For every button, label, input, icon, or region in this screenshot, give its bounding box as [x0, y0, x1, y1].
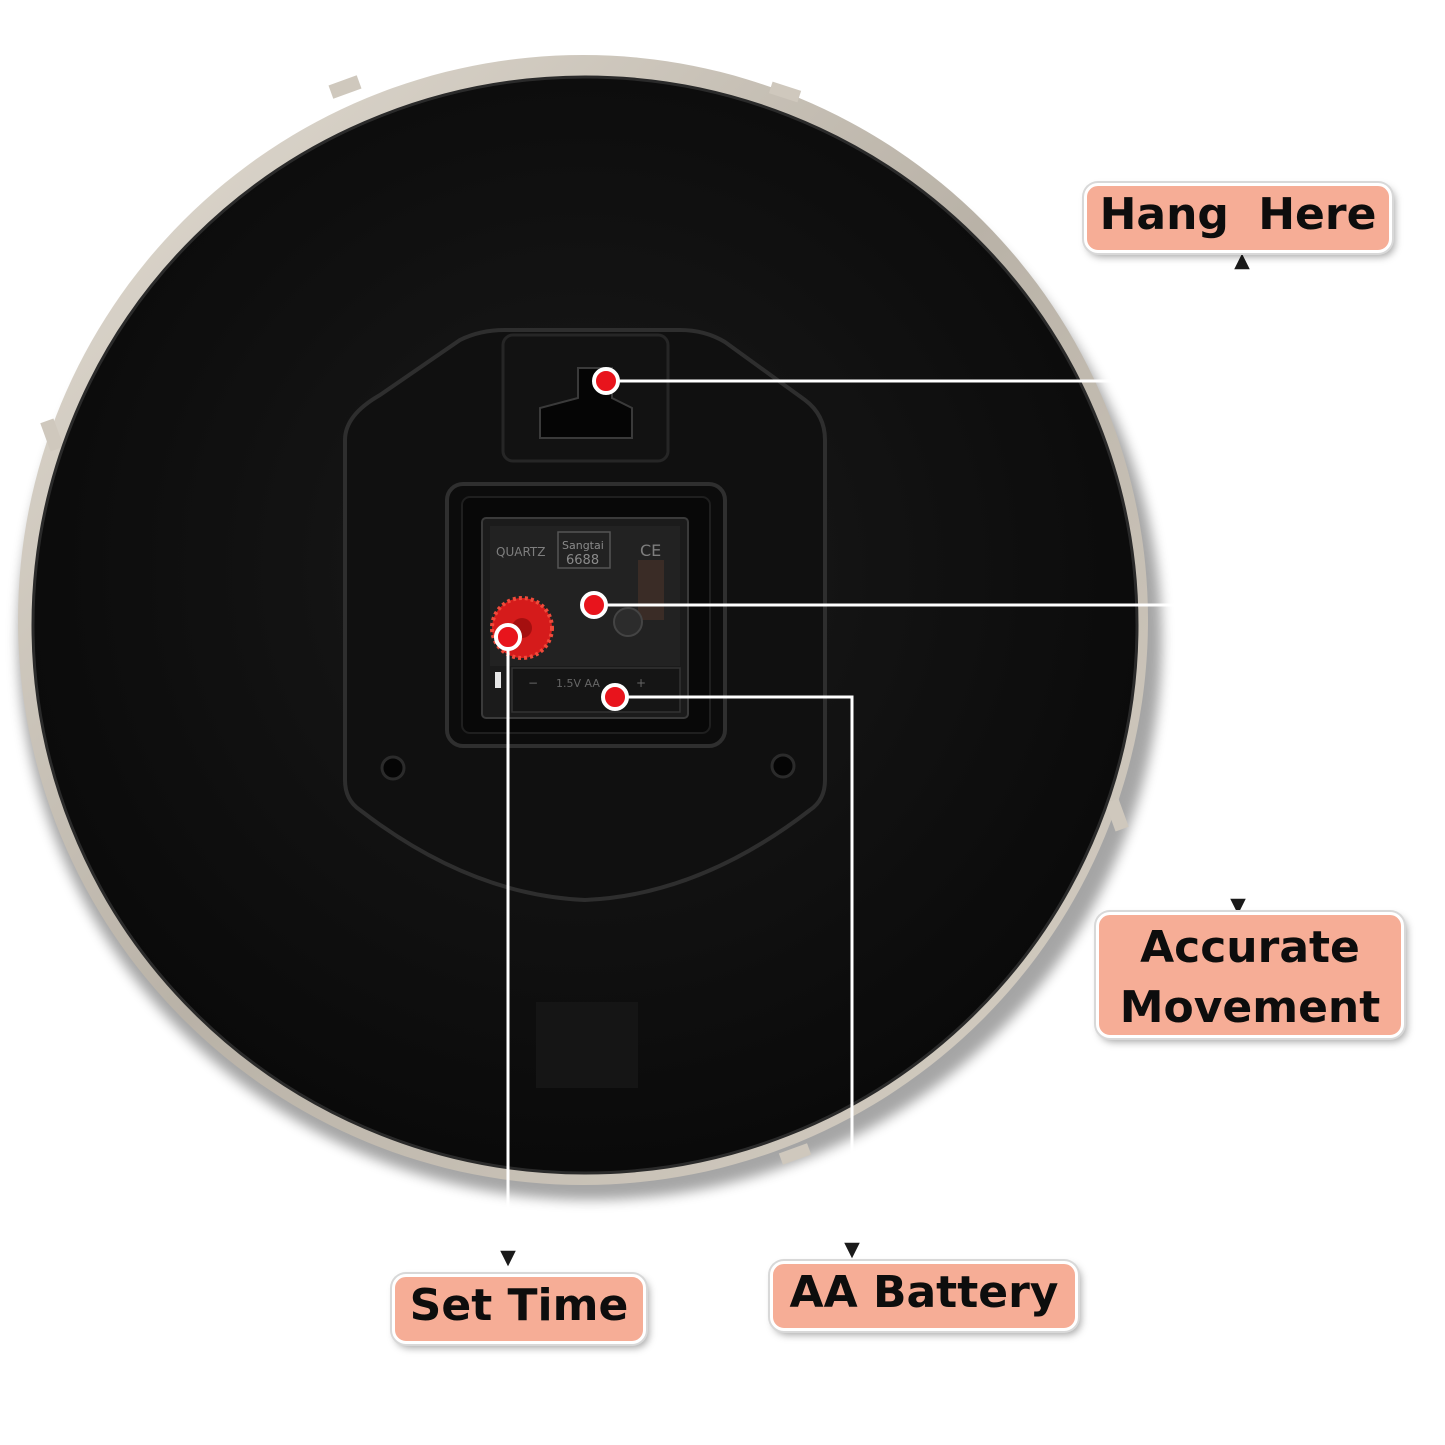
ce-mark: CE — [640, 541, 661, 560]
movement-model-text: 6688 — [566, 553, 599, 568]
arrow-up-icon — [1231, 250, 1253, 271]
battery-spec-text: 1.5V AA — [556, 677, 600, 690]
screw-hole — [380, 755, 406, 781]
callout-set-time: Set Time — [392, 1274, 646, 1344]
leader-lines — [506, 268, 1244, 1258]
screw-hole — [770, 753, 796, 779]
arrow-down-icon — [841, 1241, 863, 1262]
callout-accurate-movement: Accurate Movement — [1096, 912, 1404, 1038]
movement-quartz-text: QUARTZ — [496, 545, 545, 559]
marker-dot-movement — [580, 591, 608, 619]
callout-aa-battery: AA Battery — [770, 1261, 1078, 1331]
arrow-down-icon — [497, 1249, 519, 1270]
svg-text:+: + — [636, 676, 646, 690]
label-sticker — [536, 1002, 638, 1088]
marker-dot-battery — [601, 683, 629, 711]
battery-compartment — [511, 667, 681, 713]
marker-dot-set-time — [494, 623, 522, 651]
marker-dot-hang — [592, 367, 620, 395]
arrow-down-icon — [1227, 897, 1249, 918]
marker-dots — [494, 367, 629, 711]
svg-text:−: − — [528, 676, 538, 690]
movement-brand-text: Sangtai — [562, 539, 604, 552]
callout-hang-here: Hang Here — [1084, 183, 1392, 253]
